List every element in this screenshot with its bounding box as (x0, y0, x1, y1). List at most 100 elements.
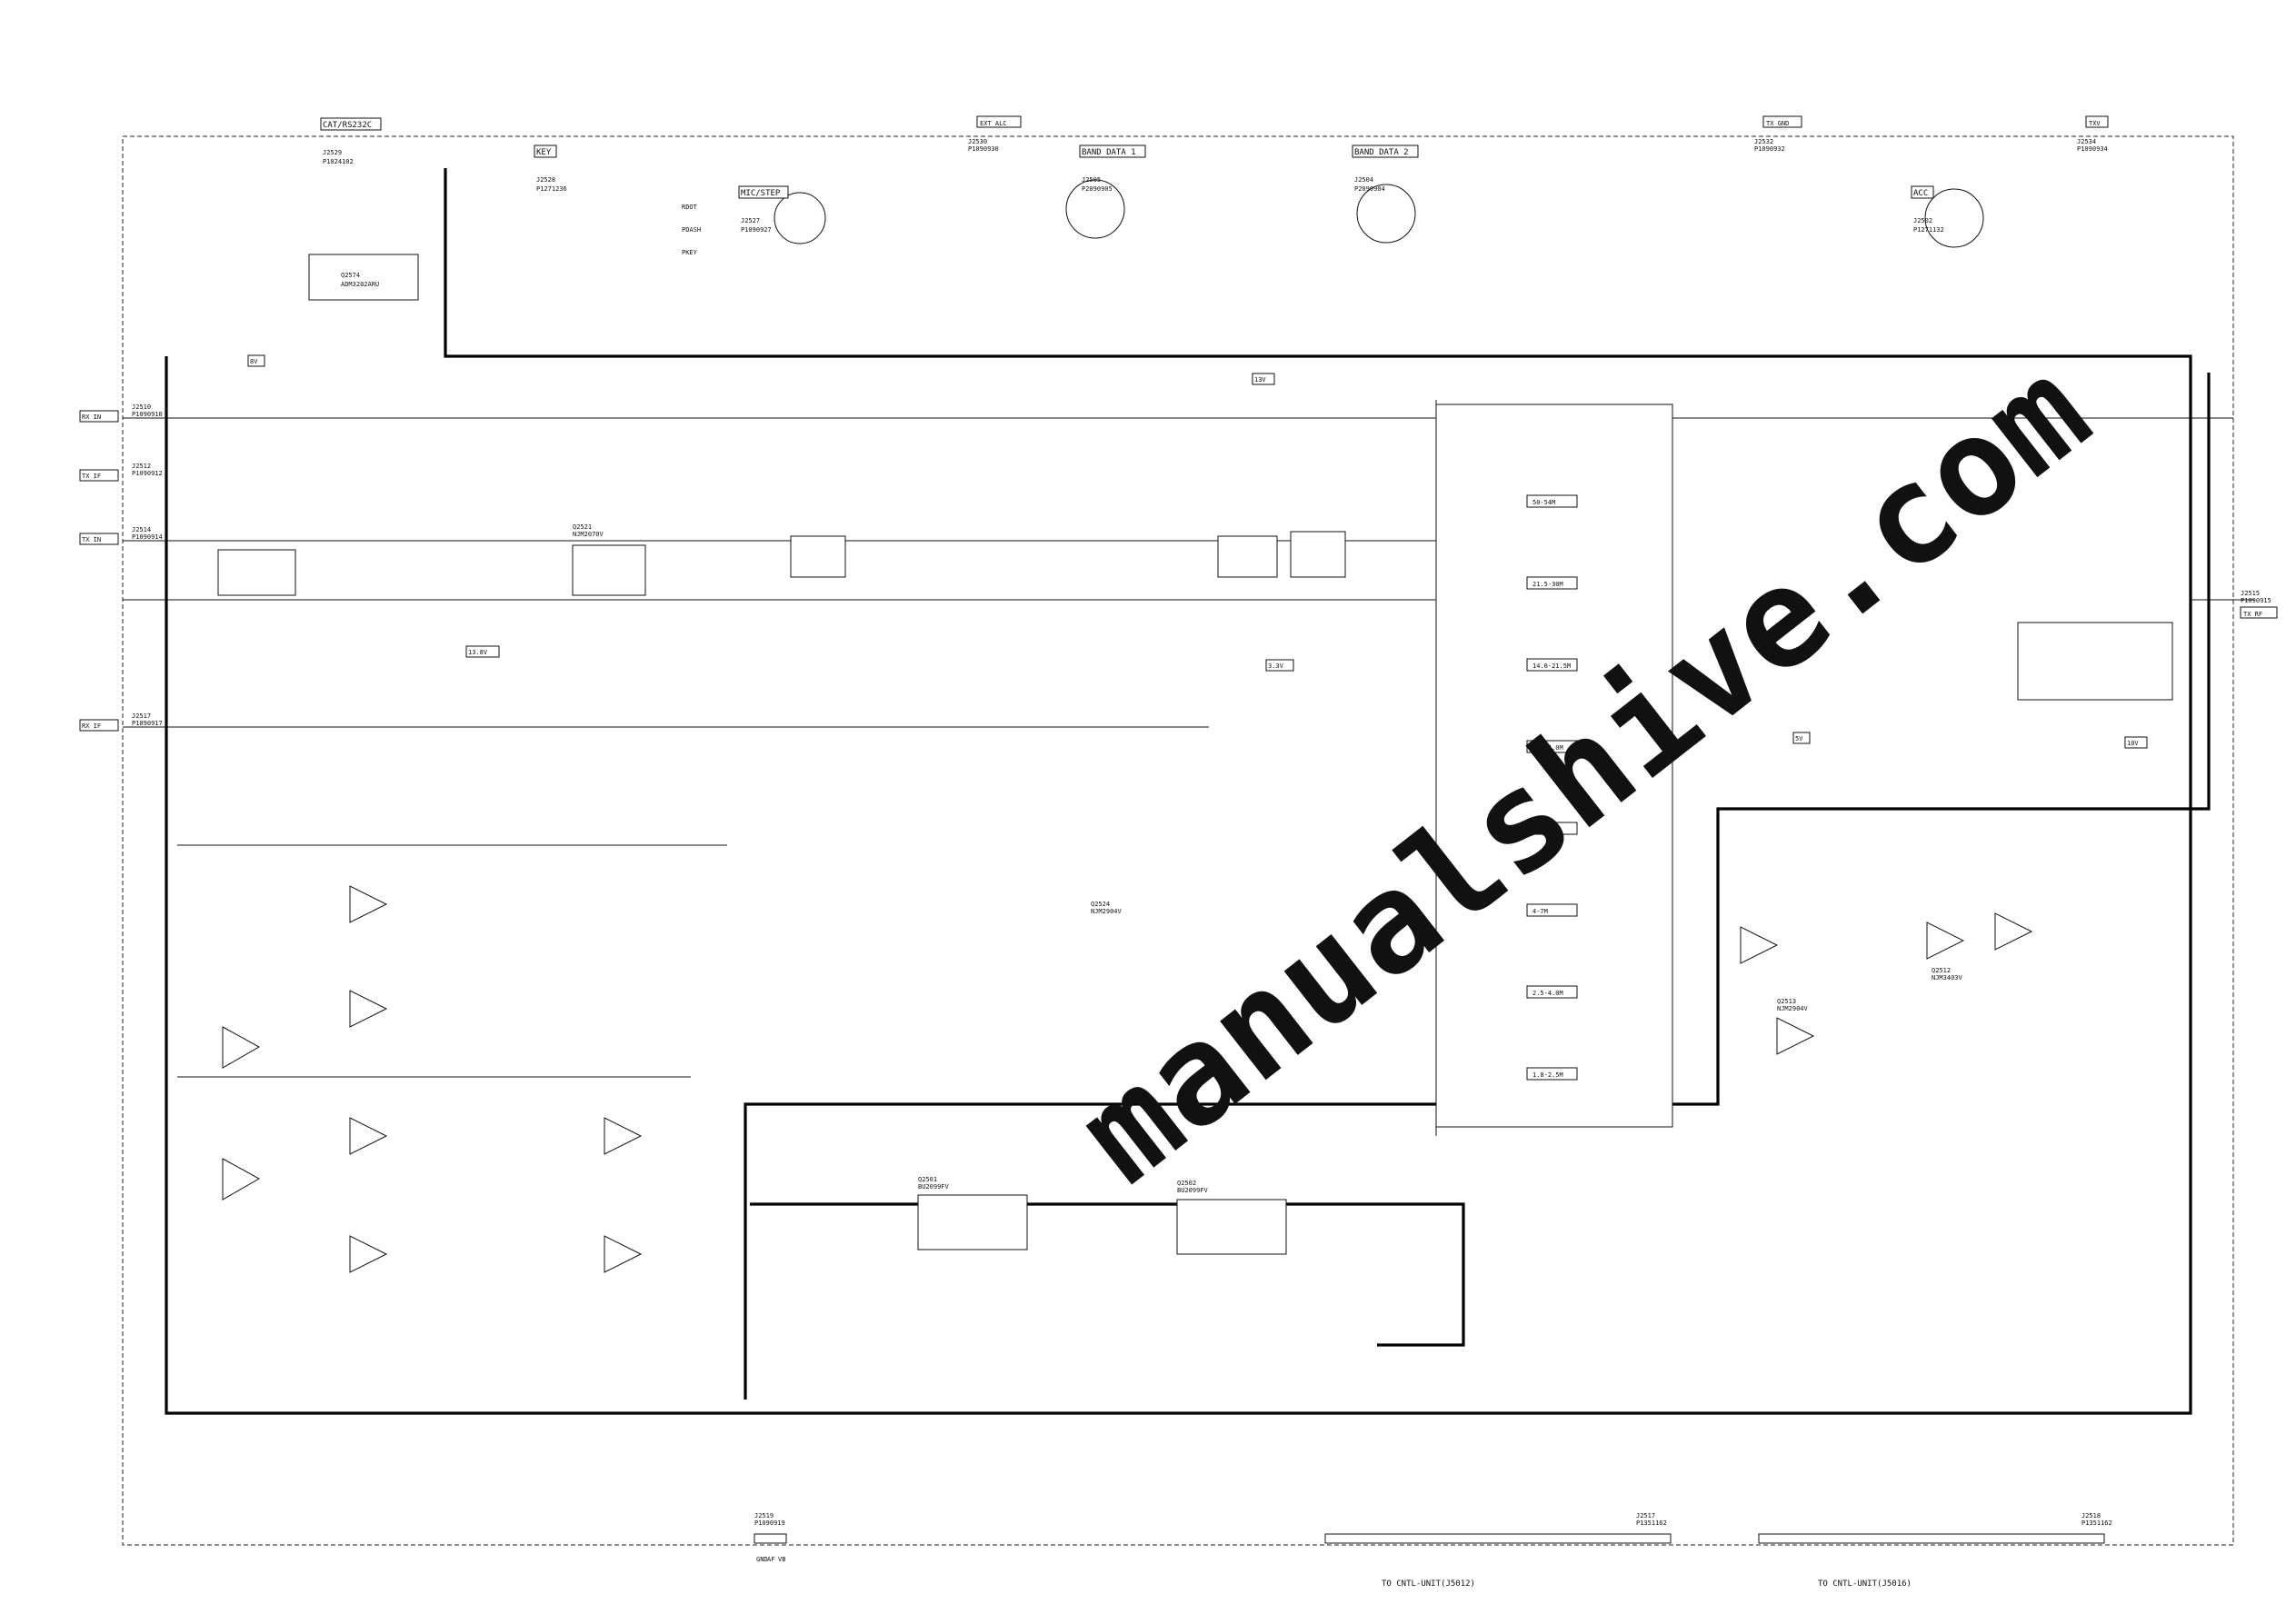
block-ref: J2529 (323, 149, 342, 156)
supply-tag-box (1792, 732, 1811, 744)
block-ref: J2505 (1082, 176, 1101, 184)
connector-label: TX RF (2243, 611, 2262, 618)
net-label: PKEY (682, 249, 698, 256)
connector-ref: J2517 (132, 712, 151, 720)
block-title-box (320, 117, 382, 131)
ic-ref: Q2521 (573, 523, 592, 531)
filter-band-box (1526, 658, 1578, 672)
block-part: P1024102 (323, 158, 354, 165)
filter-band-label: 2.5-4.0M (1532, 990, 1563, 997)
block-ic-part: ADM3202ARU (341, 281, 379, 288)
block-labels: CAT/RS232CJ2529P1024102Q2574ADM3202ARUKE… (320, 117, 1944, 288)
ic-ref: Q2513 (1777, 998, 1796, 1005)
right-bus (744, 373, 2211, 1400)
ic-part: NJM2904V (1777, 1005, 1809, 1012)
block-title: ACC (1913, 189, 1928, 198)
ic-part: BU2099FV (1177, 1187, 1209, 1194)
block-title-box (534, 144, 557, 158)
supply-tag: 3.3V (1268, 663, 1284, 670)
net-label: PDASH (682, 226, 701, 234)
bottom-connector-pin: VB (778, 1556, 785, 1563)
ic-ref: Q2501 (918, 1176, 937, 1183)
filter-band-label: 14.0-21.5M (1532, 663, 1571, 670)
bottom-connectors: TO CNTL-UNIT(J5012) TO CNTL-UNIT(J5016) (754, 1533, 2105, 1589)
connector-label: TXV (2089, 120, 2101, 127)
filter-band-box (1526, 494, 1578, 508)
op-amps (222, 885, 2033, 1273)
filter-band-label: 50-54M (1532, 499, 1555, 506)
supply-tag-box (1265, 659, 1294, 672)
block-ref: J2502 (1913, 217, 1932, 224)
bottom-connector-part: P1351162 (2081, 1519, 2112, 1527)
net-label: RDOT (682, 204, 698, 211)
bottom-connector-part: P1090919 (754, 1519, 785, 1527)
main-bus (165, 168, 2192, 1415)
filter-bank: 50-54M21.5-30M14.0-21.5M10-14.0M7-10M4-7… (1435, 404, 1673, 1128)
block-title: BAND DATA 1 (1082, 148, 1136, 157)
block-title-box (1352, 144, 1419, 158)
bottom-connector-ref: J2518 (2081, 1512, 2101, 1519)
connector-ref: J2512 (132, 463, 151, 470)
connector-part: P1090912 (132, 470, 163, 477)
supply-tag: 13.8V (468, 649, 488, 656)
block-ic: Q2574 (341, 272, 360, 279)
ic-part: NJM2904V (1091, 908, 1123, 915)
block-ref: J2504 (1354, 176, 1373, 184)
supply-tag: 10V (2127, 740, 2139, 747)
supply-tag: 8V (250, 358, 258, 365)
bottom-connector-ref: J2519 (754, 1512, 774, 1519)
supply-labels: 8V 13V 5V 3.3V 10V 13.8V (247, 354, 2148, 749)
block-part: P2090905 (1082, 185, 1113, 193)
connector-label: TX IN (82, 536, 101, 543)
filter-band-box (1526, 576, 1578, 590)
connector-box (2085, 115, 2109, 128)
block-part: P1271132 (1913, 226, 1944, 234)
connector-label: RX IF (82, 722, 101, 730)
connector-box (976, 115, 1022, 128)
supply-tag: 13V (1254, 376, 1266, 384)
bottom-connector-part: P1351162 (1636, 1519, 1667, 1527)
connector-part: P1090910 (132, 411, 163, 418)
connector-part: P1090915 (2241, 597, 2271, 604)
block-part: P1271236 (536, 185, 567, 193)
supply-tag-box (1252, 373, 1275, 385)
filter-band-label: 10-14.0M (1532, 744, 1563, 752)
supply-tag: 5V (1795, 735, 1803, 742)
connector-label: TX GND (1766, 120, 1789, 127)
ic-ref: Q2502 (1177, 1180, 1196, 1187)
ic-part: NJM2070V (573, 531, 604, 538)
connector-label: RX IN (82, 413, 101, 421)
caption-j5016: TO CNTL-UNIT(J5016) (1818, 1579, 1912, 1589)
connector-label: EXT ALC (980, 120, 1007, 127)
filter-band-box (1526, 903, 1578, 917)
bottom-connector-pin: AF (767, 1556, 774, 1563)
connector-ref: J2515 (2241, 590, 2260, 597)
connector-part: P1090934 (2077, 145, 2108, 153)
ic-blocks (217, 179, 2173, 1255)
connector-box (2240, 606, 2278, 619)
connector-box (1762, 115, 1802, 128)
block-ref: J2527 (741, 217, 760, 224)
block-part: P2090904 (1354, 185, 1385, 193)
connector-ref: J2514 (132, 526, 151, 533)
connector-box (79, 410, 119, 423)
connector-part: P1090917 (132, 720, 163, 727)
connector-ref: J2532 (1754, 138, 1773, 145)
ic-ref: Q2524 (1091, 901, 1110, 908)
block-title: KEY (536, 148, 552, 157)
connector-ref: J2534 (2077, 138, 2096, 145)
block-title: BAND DATA 2 (1354, 148, 1409, 157)
filter-band-box (1526, 822, 1578, 835)
ic-part: BU2099FV (918, 1183, 950, 1191)
block-title-box (1079, 144, 1146, 158)
supply-tag-box (2124, 736, 2148, 749)
bottom-connector-pin: GND (756, 1556, 768, 1563)
filter-band-label: 21.5-30M (1532, 581, 1563, 588)
connector-box (79, 469, 119, 482)
connector-box (79, 533, 119, 545)
block-title-box (1911, 185, 1934, 199)
connector-label: TX IF (82, 473, 101, 480)
board-frame (122, 135, 2234, 1546)
